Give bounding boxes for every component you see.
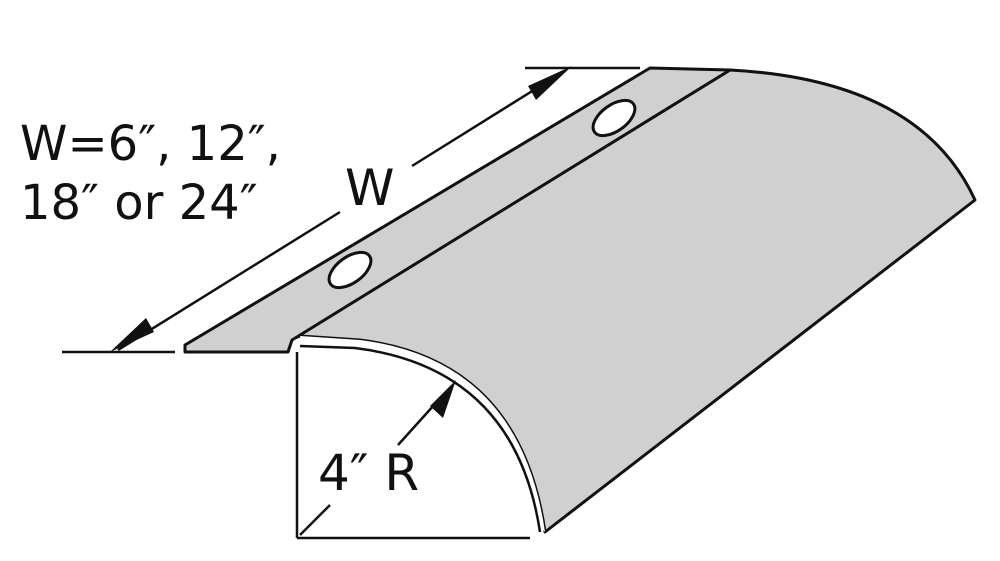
radius-arrowhead (430, 380, 456, 418)
mounting-hole-front (327, 250, 373, 290)
width-symbol-label: W (345, 159, 394, 217)
inner-rim (299, 344, 542, 533)
width-arrowhead-bottom (110, 318, 154, 352)
radius-leader-lower (299, 504, 331, 536)
mounting-flange (183, 66, 732, 354)
width-options-line2: 18″ or 24″ (20, 175, 258, 231)
radius-label: 4″ R (318, 444, 419, 502)
width-dimension-line-lower (117, 210, 341, 352)
width-arrowhead-top (528, 66, 572, 100)
mounting-hole-back (591, 98, 637, 138)
width-options-line1: W=6″, 12″, (20, 116, 281, 172)
